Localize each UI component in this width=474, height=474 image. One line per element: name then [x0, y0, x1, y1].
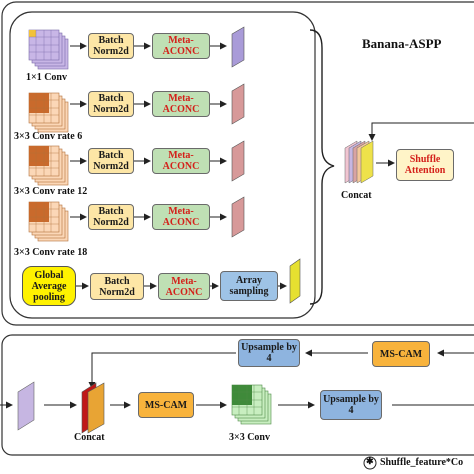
branch4-label: 3×3 Conv rate 18 [14, 247, 88, 258]
inner-aspp-frame [9, 11, 316, 319]
bottom-concat-stack [81, 382, 105, 434]
conv-1x1-featuremap [28, 29, 69, 70]
mscam-mid: MS-CAM [138, 392, 194, 418]
aspp-title: Banana-ASPP [362, 36, 442, 51]
branch1-batchnorm: Batch Norm2d [88, 33, 134, 59]
branch2-meta-aconc: Meta-ACONC [152, 91, 210, 117]
branch4-batchnorm: Batch Norm2d [88, 204, 134, 230]
branch1-output [231, 26, 245, 68]
branch1-meta-aconc: Meta-ACONC [152, 33, 210, 59]
top-panel-frame [1, 1, 474, 326]
top-concat-stack [344, 140, 374, 184]
top-concat-label: Concat [341, 190, 372, 201]
bottom-conv-label: 3×3 Conv [229, 432, 270, 443]
branch4-meta-aconc: Meta-ACONC [152, 204, 210, 230]
global-average-pooling: Global Average pooling [22, 266, 76, 306]
conv-rate12-featuremap [28, 145, 69, 186]
branch4-output [231, 196, 245, 238]
bottom-input-slab [17, 381, 35, 431]
branch-bracket [309, 29, 335, 305]
shuffle-attention: Shuffle Attention [396, 149, 454, 181]
upsample-mid: Upsample by 4 [320, 390, 382, 420]
branch3-batchnorm: Batch Norm2d [88, 148, 134, 174]
conv-rate6-featuremap [28, 92, 69, 133]
pool-output [289, 258, 301, 304]
array-sampling: Array sampling [220, 271, 278, 301]
legend-text: Shuffle_feature*Co [380, 457, 464, 468]
bottom-conv-featuremap [231, 384, 272, 425]
branch2-label: 3×3 Conv rate 6 [14, 131, 83, 142]
branch3-output [231, 140, 245, 182]
mscam-top: MS-CAM [372, 341, 430, 367]
branch2-output [231, 83, 245, 125]
bottom-concat-label: Concat [74, 432, 105, 443]
legend-star-glyph: ✱ [366, 456, 374, 466]
conv-rate18-featuremap [28, 201, 69, 242]
pool-meta-aconc: Meta-ACONC [158, 273, 210, 300]
branch3-meta-aconc: Meta-ACONC [152, 148, 210, 174]
branch3-label: 3×3 Conv rate 12 [14, 186, 88, 197]
bottom-panel-frame [1, 334, 474, 456]
pool-batchnorm: Batch Norm2d [90, 273, 144, 300]
legend-star-icon [363, 456, 377, 470]
branch2-batchnorm: Batch Norm2d [88, 91, 134, 117]
branch1-label: 1×1 Conv [26, 72, 67, 83]
upsample-top: Upsample by 4 [238, 339, 300, 367]
